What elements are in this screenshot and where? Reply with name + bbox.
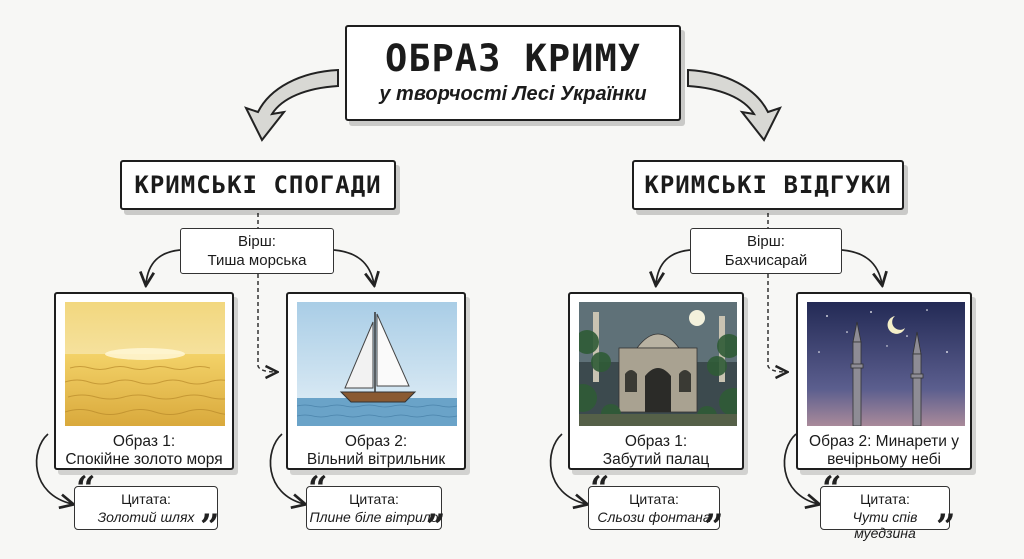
open-quote-icon: “ <box>590 469 610 509</box>
page-subtitle: у творчості Лесі Українки <box>379 83 647 105</box>
quote-text: Плине біле вітрило <box>309 509 439 525</box>
minarets-image <box>807 302 965 426</box>
quote-label: Цитата: <box>860 491 910 507</box>
golden-sea-image <box>65 302 225 426</box>
poem-name: Тиша морська <box>207 252 307 269</box>
close-quote-icon: ” <box>200 507 220 547</box>
page-title: ОБРАЗ КРИМУ <box>384 37 642 80</box>
card-caption-line2: вечірньому небі <box>827 451 941 468</box>
open-quote-icon: “ <box>76 469 96 509</box>
quote-box: Цитата: Чути спів муедзина <box>820 486 950 541</box>
quote-label: Цитата: <box>349 491 399 507</box>
image-card-palace: Образ 1: Забутий палац <box>568 292 744 470</box>
open-quote-icon: “ <box>822 469 842 509</box>
poem-box-right: Вірш: Бахчисарай <box>690 228 842 274</box>
quote-box: Цитата: Золотий шлях <box>74 486 218 530</box>
image-card-golden-sea: Образ 1: Спокійне золото моря <box>54 292 234 470</box>
quote-label: Цитата: <box>629 491 679 507</box>
quote-label: Цитата: <box>121 491 171 507</box>
open-quote-icon: “ <box>308 469 328 509</box>
close-quote-icon: ” <box>426 507 446 547</box>
quote-text: Золотий шлях <box>97 509 195 525</box>
close-quote-icon: ” <box>704 507 724 547</box>
image-card-sailboat: Образ 2: Вільний вітрильник <box>286 292 466 470</box>
image-card-minarets: Образ 2: Минарети у вечірньому небі <box>796 292 972 470</box>
card-caption-line2: Вільний вітрильник <box>306 451 446 468</box>
close-quote-icon: ” <box>936 507 956 547</box>
card-caption-line1: Образ 2: Минарети у <box>809 433 959 450</box>
quote-box: Цитата: Сльози фонтана <box>588 486 720 530</box>
card-caption-line2: Забутий палац <box>602 451 710 468</box>
poem-box-left: Вірш: Тиша морська <box>180 228 334 274</box>
left-big-arrow <box>244 68 339 142</box>
poem-label: Вірш: <box>238 233 276 250</box>
card-caption-line1: Образ 1: <box>112 433 176 450</box>
card-caption-line1: Образ 1: <box>624 433 688 450</box>
palace-image <box>579 302 737 426</box>
title-box: ОБРАЗ КРИМУ у творчості Лесі Українки <box>345 25 681 121</box>
quote-box: Цитата: Плине біле вітрило <box>306 486 442 530</box>
card-caption-line1: Образ 2: <box>344 433 408 450</box>
poem-label: Вірш: <box>747 233 785 250</box>
card-caption-line2: Спокійне золото моря <box>65 451 223 468</box>
poem-name: Бахчисарай <box>724 252 808 269</box>
sailboat-image <box>297 302 457 426</box>
quote-text: Сльози фонтана <box>597 509 711 525</box>
quote-text: Чути спів муедзина <box>852 509 918 541</box>
right-big-arrow <box>687 68 782 142</box>
category-right: КРИМСЬКІ ВІДГУКИ <box>632 160 904 210</box>
category-left: КРИМСЬКІ СПОГАДИ <box>120 160 396 210</box>
